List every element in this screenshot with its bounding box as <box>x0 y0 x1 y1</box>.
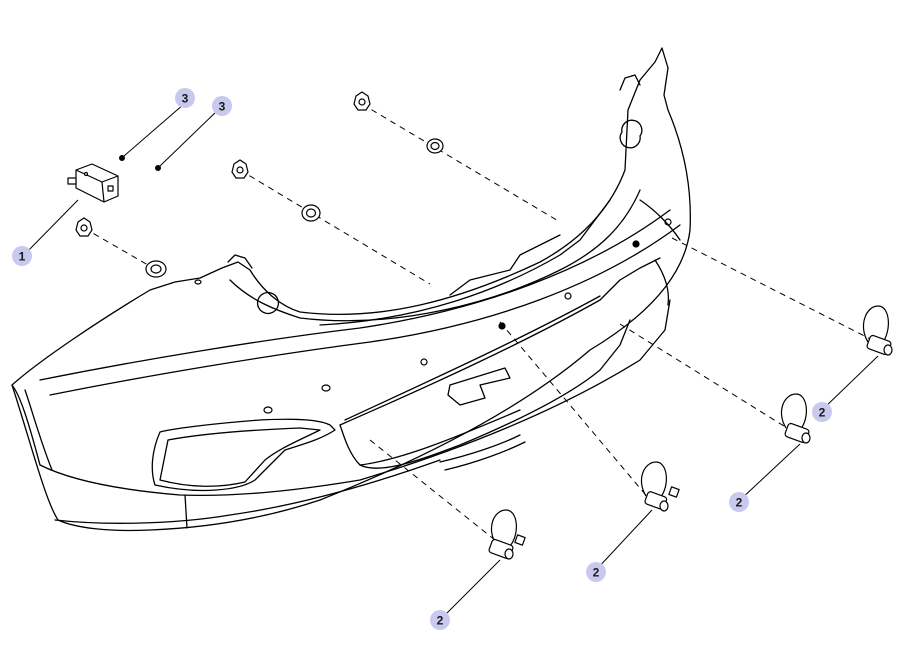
grommet-nut-parts <box>75 91 444 278</box>
grommet-top <box>426 138 444 154</box>
parking-assist-module <box>67 163 119 203</box>
svg-text:1: 1 <box>19 250 26 264</box>
callout-1: 1 <box>12 246 32 266</box>
svg-text:3: 3 <box>219 100 226 114</box>
parking-sensor-left <box>488 509 526 560</box>
callout-2-a: 2 <box>430 610 450 630</box>
callout-3-a: 3 <box>175 88 195 108</box>
assembly-leader-lines <box>83 103 889 553</box>
svg-text:2: 2 <box>819 406 826 420</box>
bumper-sensor-holes <box>194 218 672 414</box>
parking-sensors <box>488 305 893 560</box>
retainer-nut-middle <box>231 159 249 179</box>
callout-3-b: 3 <box>212 96 232 116</box>
parking-sensor-right <box>781 393 811 444</box>
svg-text:2: 2 <box>437 614 444 628</box>
callout-2-c: 2 <box>729 492 749 512</box>
callout-leaders <box>23 103 879 619</box>
parking-sensor-middle <box>641 461 680 512</box>
grommet-middle <box>301 204 321 222</box>
callout-2-b: 2 <box>586 562 606 582</box>
fastener-b <box>155 165 161 171</box>
svg-text:2: 2 <box>593 566 600 580</box>
svg-text:2: 2 <box>736 496 743 510</box>
grommet-left <box>145 260 167 278</box>
parking-sensor-far-right <box>863 305 893 356</box>
retainer-nut-left <box>75 217 93 237</box>
rear-bumper-fascia <box>11 47 691 532</box>
module-fasteners <box>119 155 161 171</box>
retainer-nut-top <box>353 91 371 111</box>
callout-2-d: 2 <box>812 402 832 422</box>
svg-text:3: 3 <box>182 92 189 106</box>
fastener-a <box>119 155 125 161</box>
